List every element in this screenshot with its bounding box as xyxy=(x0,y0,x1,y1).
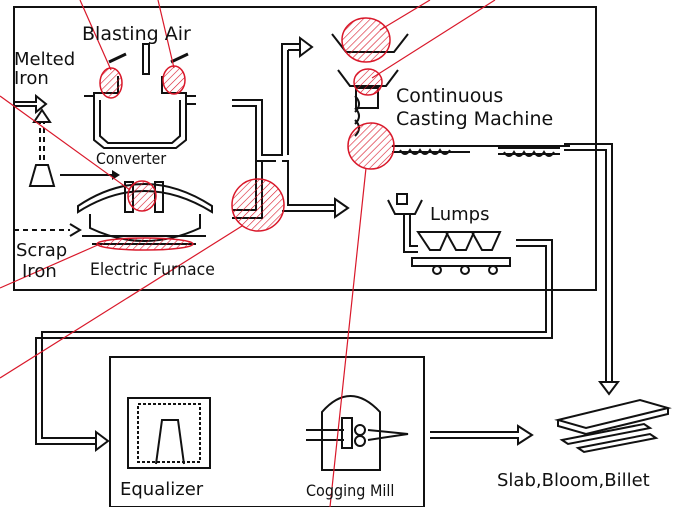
casting-output-pipe-icon xyxy=(564,143,620,396)
cogging-mill-label: Cogging Mill xyxy=(306,481,395,500)
highlight-leader-lines xyxy=(0,0,496,508)
products-label: Slab,Bloom,Billet xyxy=(497,470,650,491)
continuous-casting-label-line2: Casting Machine xyxy=(396,108,554,130)
furnace-arrow-icon xyxy=(112,170,120,180)
blasting-air-label: Blasting Air xyxy=(82,23,191,45)
melted-iron-arrow-icon xyxy=(14,93,56,187)
slab-bloom-billet-icon xyxy=(554,398,672,454)
scrap-iron-label-line2: Iron xyxy=(22,261,57,282)
scrap-iron-arrow-icon xyxy=(14,223,82,237)
equalizer-label: Equalizer xyxy=(120,479,204,500)
scrap-iron-label-line1: Scrap xyxy=(16,240,68,261)
tundish-top-highlight xyxy=(341,17,391,63)
lumps-ingot-line-icon xyxy=(35,193,553,452)
continuous-casting-label-line1: Continuous xyxy=(396,85,504,107)
melted-iron-label-line1: Melted xyxy=(14,49,76,70)
melted-iron-label-line2: Iron xyxy=(14,68,49,89)
steelmaking-frame xyxy=(13,6,597,291)
furnace-base-highlight xyxy=(96,237,194,251)
tundish-mold-highlight xyxy=(353,68,383,96)
converter-right-highlight xyxy=(162,65,186,95)
lumps-label: Lumps xyxy=(430,204,490,225)
casting-strand-highlight xyxy=(347,122,395,170)
converter-left-highlight xyxy=(99,67,123,99)
converter-icon xyxy=(84,43,196,149)
furnace-electrode-highlight xyxy=(127,180,157,212)
ladle-transfer-highlight xyxy=(231,178,285,232)
converter-label: Converter xyxy=(96,149,167,168)
cogging-mill-icon xyxy=(306,395,534,471)
electric-furnace-label: Electric Furnace xyxy=(90,260,215,280)
equalizer-icon xyxy=(127,397,211,469)
